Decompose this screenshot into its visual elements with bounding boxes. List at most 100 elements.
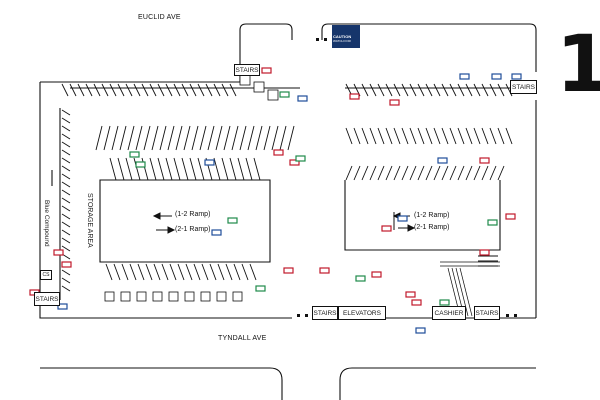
- stall-line: [255, 125, 263, 151]
- stall-line: [473, 127, 481, 145]
- space-marker: [204, 159, 215, 166]
- space-marker: [381, 225, 392, 232]
- stall-line: [69, 83, 77, 97]
- stall-line: [457, 127, 465, 145]
- stall-line: [279, 125, 287, 151]
- stall-line: [209, 263, 217, 281]
- stall-line: [175, 125, 183, 151]
- street-label-top: EUCLID AVE: [138, 14, 181, 21]
- stall-line: [401, 165, 409, 181]
- stall-line: [385, 83, 393, 97]
- stall-line: [119, 125, 127, 151]
- stall-line: [199, 125, 207, 151]
- stall-line: [425, 127, 433, 145]
- space-marker: [437, 157, 448, 164]
- stall-line: [95, 125, 103, 151]
- stall-line: [369, 165, 377, 181]
- ramp-2-1-label-right: (2-1 Ramp): [414, 224, 450, 231]
- cs-label: CS: [40, 270, 52, 280]
- stall-line: [141, 83, 149, 97]
- stall-line: [117, 83, 125, 97]
- stall-line: [125, 157, 133, 181]
- ramp-2-1-label-left: (2-1 Ramp): [175, 226, 211, 233]
- stall-line: [441, 165, 449, 181]
- stall-line: [61, 109, 71, 116]
- stall-line: [221, 157, 229, 181]
- space-markers: [29, 67, 522, 334]
- ramp-1-2-label-right: (1-2 Ramp): [414, 212, 450, 219]
- stairs-label-bottom-mid: STAIRS: [312, 306, 338, 320]
- stall-line: [229, 83, 237, 97]
- stall-line: [237, 157, 245, 181]
- space-marker: [273, 149, 284, 156]
- space-marker: [297, 95, 308, 102]
- ramp-lines: [440, 261, 500, 317]
- stall-line: [457, 83, 465, 97]
- stall-line: [191, 125, 199, 151]
- space-marker: [255, 285, 266, 292]
- stall-line: [465, 165, 473, 181]
- stall-line: [61, 229, 71, 236]
- street-label-bottom: TYNDALL AVE: [218, 335, 267, 342]
- stall-line: [61, 277, 71, 284]
- stall-line: [433, 83, 441, 97]
- stall-line: [393, 165, 401, 181]
- stall-line: [85, 83, 93, 97]
- space-marker: [261, 67, 272, 74]
- stall-line: [361, 83, 369, 97]
- stall-line: [61, 285, 71, 292]
- stall-line: [157, 83, 165, 97]
- stall-line: [117, 157, 125, 181]
- stall-line: [377, 83, 385, 97]
- space-marker: [491, 73, 502, 80]
- stall-line: [505, 127, 513, 145]
- space-marker: [511, 73, 522, 80]
- stall-line: [457, 165, 465, 181]
- space-marker: [53, 249, 64, 256]
- stall-line: [145, 263, 153, 281]
- stall-line: [393, 83, 401, 97]
- building-outline: [39, 23, 537, 400]
- stall-line: [165, 83, 173, 97]
- stall-line: [213, 83, 221, 97]
- stall-line: [61, 165, 71, 172]
- stall-line: [167, 125, 175, 151]
- stall-line: [61, 173, 71, 180]
- stall-line: [61, 83, 69, 97]
- space-marker: [227, 217, 238, 224]
- space-marker: [355, 275, 366, 282]
- stall-line: [497, 83, 505, 97]
- stall-line: [137, 263, 145, 281]
- stall-line: [417, 165, 425, 181]
- stall-line: [385, 127, 393, 145]
- stairs-label-top-right: STAIRS: [510, 80, 537, 94]
- stall-line: [221, 83, 229, 97]
- stall-line: [263, 125, 271, 151]
- stall-line: [181, 157, 189, 181]
- blue-compound-label: Blue Compound: [43, 200, 50, 247]
- stall-line: [189, 83, 197, 97]
- stall-line: [141, 157, 149, 181]
- stall-line: [61, 181, 71, 188]
- stall-line: [401, 127, 409, 145]
- stall-line: [433, 127, 441, 145]
- entrance-dots: [297, 38, 517, 317]
- space-marker: [295, 155, 306, 162]
- space-marker: [505, 213, 516, 220]
- stall-line: [201, 263, 209, 281]
- space-marker: [439, 299, 450, 306]
- storage-area-label: STORAGE AREA: [86, 193, 93, 248]
- stall-line: [505, 83, 513, 97]
- stall-line: [105, 263, 113, 281]
- stall-line: [101, 83, 109, 97]
- stall-line: [449, 83, 457, 97]
- stall-line: [77, 83, 85, 97]
- stall-line: [223, 125, 231, 151]
- cashier-label: CASHIER: [432, 306, 466, 320]
- stall-line: [61, 197, 71, 204]
- stall-line: [473, 165, 481, 181]
- space-marker: [61, 261, 72, 268]
- stall-line: [473, 83, 481, 97]
- stall-line: [125, 83, 133, 97]
- stall-line: [441, 127, 449, 145]
